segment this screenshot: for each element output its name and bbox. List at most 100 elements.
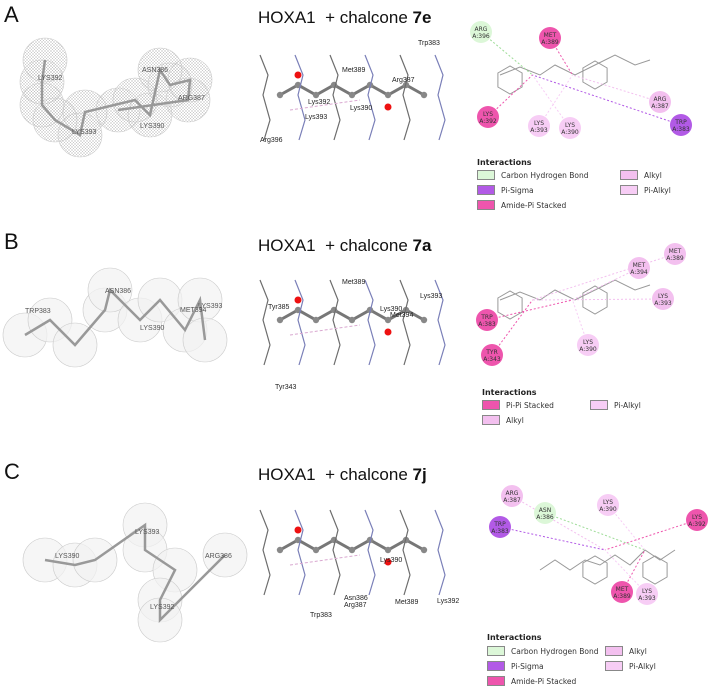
residue-sticks xyxy=(44,522,226,624)
legend-item: Pi-Pi Stacked xyxy=(482,400,554,410)
residue-id: A:393 xyxy=(638,595,656,602)
residue-circle xyxy=(611,581,633,603)
residue-side-chain xyxy=(364,54,376,141)
residue-circle xyxy=(528,115,550,137)
residue-id: A:387 xyxy=(503,497,521,504)
aromatic-ring xyxy=(582,285,608,315)
legend-swatch xyxy=(590,400,608,410)
interaction-line xyxy=(572,74,661,103)
ligand-2d-structure xyxy=(499,54,651,76)
residue-id: A:392 xyxy=(479,118,497,125)
ligand-atom xyxy=(384,546,392,554)
residue-circle xyxy=(664,243,686,265)
interaction-line xyxy=(289,324,361,336)
residue-side-chain xyxy=(399,509,411,596)
compound-id: 7j xyxy=(412,465,427,484)
stick-residue-label: Met389 xyxy=(342,279,365,286)
residue-side-chain xyxy=(294,509,306,596)
surface-residue-label: LYS393 xyxy=(72,129,96,136)
stick-residue-label: Met394 xyxy=(390,312,413,319)
legend-label: Carbon Hydrogen Bond xyxy=(511,646,599,656)
ligand-atom xyxy=(276,546,284,554)
title-prefix: HOXA1 + chalcone xyxy=(258,236,413,255)
residue-name: LYS xyxy=(658,293,668,300)
ligand-atom xyxy=(276,91,284,99)
surface-residue-label: LYS390 xyxy=(55,553,79,560)
legend-item: Amide-Pi Stacked xyxy=(487,676,576,686)
title-prefix: HOXA1 + chalcone xyxy=(258,8,413,27)
interaction-line xyxy=(544,512,646,551)
stick-residue-label: Met389 xyxy=(342,67,365,74)
ligand-atom xyxy=(384,316,392,324)
interaction-line xyxy=(499,526,606,551)
stick-residue-label: Trp383 xyxy=(310,612,332,619)
residue-name: LYS xyxy=(692,514,702,521)
oxygen-atom xyxy=(294,526,302,534)
ligand-atom xyxy=(420,546,428,554)
legend-swatch xyxy=(620,170,638,180)
legend-label: Pi-Alkyl xyxy=(629,661,656,671)
legend-item: Pi-Alkyl xyxy=(620,185,671,195)
legend-label: Alkyl xyxy=(629,646,647,656)
residue-id: A:343 xyxy=(483,356,501,363)
oxygen-atom xyxy=(294,296,302,304)
stick-residue-label: Tyr385 xyxy=(268,304,290,311)
residue-side-chain xyxy=(364,509,376,596)
residue-side-chain xyxy=(399,279,411,366)
legend-swatch xyxy=(620,185,638,195)
residue-name: LYS xyxy=(642,588,652,595)
residue-id: A:390 xyxy=(579,346,597,353)
legend-swatch xyxy=(482,415,500,425)
residue-side-chain xyxy=(294,54,306,141)
residue-name: LYS xyxy=(583,339,593,346)
legend-item: Carbon Hydrogen Bond xyxy=(477,170,589,180)
aromatic-ring xyxy=(582,555,608,585)
aromatic-ring xyxy=(642,555,668,585)
stick-residue-label: Lys390 xyxy=(380,557,402,564)
stick-residue-label: Lys393 xyxy=(420,293,442,300)
residue-id: A:383 xyxy=(491,528,509,535)
interaction-line xyxy=(480,31,533,76)
residue-id: A:389 xyxy=(541,39,559,46)
surface-residue-label: ASN386 xyxy=(142,67,168,74)
panel-a: LYS392ASN386ARG387LYS393LYS390Trp383Met3… xyxy=(19,21,692,158)
surface-residue-label: ASN386 xyxy=(105,288,131,295)
legend-label: Alkyl xyxy=(506,415,524,425)
ligand-atom xyxy=(312,546,320,554)
stick-residue-label: Tyr343 xyxy=(275,384,297,391)
residue-name: MET xyxy=(544,32,557,39)
surface-residue-label: TRP383 xyxy=(25,308,51,315)
residue-circle xyxy=(649,91,671,113)
residue-circle xyxy=(597,494,619,516)
legend-item: Alkyl xyxy=(482,415,524,425)
residue-name: LYS xyxy=(603,499,613,506)
residue-circle xyxy=(670,114,692,136)
ligand-atom xyxy=(312,91,320,99)
residue-side-chain xyxy=(329,279,341,366)
